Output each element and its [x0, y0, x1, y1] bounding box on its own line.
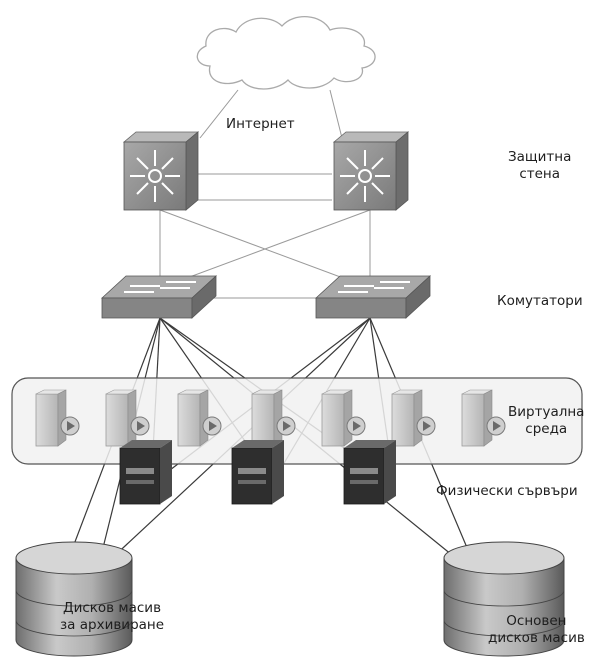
primary-storage-label: Основен дисков масив [488, 613, 585, 647]
firewall-label-line1: Защитна [508, 149, 572, 165]
firewall-label: Защитна стена [508, 149, 571, 183]
disk-storage-icon-backup [15, 541, 133, 657]
network-switch-icon-left [100, 275, 218, 319]
physical-servers-label: Физически сървъри [436, 483, 578, 499]
virtual-machine-icon [35, 389, 80, 447]
virtual-machine-icon [177, 389, 222, 447]
physical-servers [119, 440, 396, 505]
rack-server-icon [231, 440, 284, 505]
virtual-machine-icon [391, 389, 436, 447]
virtual-label-line1: Виртуална [508, 404, 585, 420]
primary-label-line2: дисков масив [488, 630, 585, 646]
virtual-machine-icon [461, 389, 506, 447]
virtual-machine-icon [251, 389, 296, 447]
virtual-machine-icon [321, 389, 366, 447]
disk-storage-icon-primary [443, 541, 565, 657]
backup-storage-label: Дисков масив за архивиране [60, 600, 164, 634]
firewall-router-icon-right [332, 131, 410, 211]
backup-label-line1: Дисков масив [63, 600, 162, 616]
switches-label: Комутатори [497, 293, 583, 309]
virtual-machine-icon [105, 389, 150, 447]
virtual-machines [35, 389, 506, 447]
firewall-label-line2: стена [519, 166, 561, 182]
rack-server-icon [119, 440, 172, 505]
virtual-label-line2: среда [525, 421, 568, 437]
virtual-environment-label: Виртуална среда [508, 404, 584, 438]
cloud-icon [196, 15, 376, 90]
network-switch-icon-right [314, 275, 432, 319]
firewall-router-icon-left [122, 131, 200, 211]
rack-server-icon [343, 440, 396, 505]
internet-label: Интернет [226, 116, 295, 132]
backup-label-line2: за архивиране [60, 617, 165, 633]
primary-label-line1: Основен [506, 613, 567, 629]
